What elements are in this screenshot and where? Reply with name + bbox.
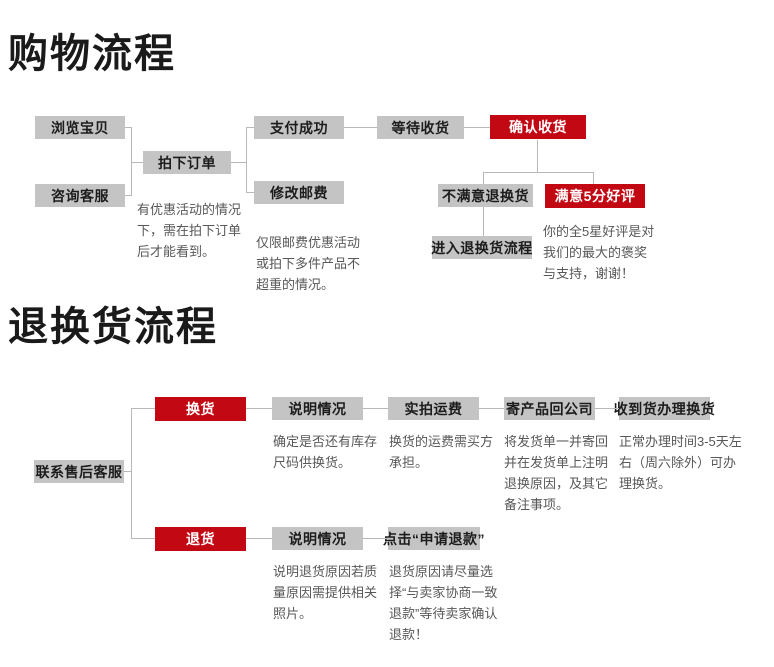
connector — [483, 207, 484, 236]
note-postage-condition: 仅限邮费优惠活动或拍下多件产品不超重的情况。 — [256, 235, 361, 292]
return-flow-title: 退换货流程 — [8, 305, 218, 349]
connector — [246, 192, 254, 193]
node-send-back: 寄产品回公司 — [504, 397, 595, 420]
node-unsatisfied-return: 不满意退换货 — [438, 184, 533, 207]
connector — [363, 538, 388, 539]
connector — [479, 408, 504, 409]
node-satisfied-review: 满意5分好评 — [545, 184, 645, 208]
node-actual-freight: 实拍运费 — [388, 397, 479, 420]
connector — [124, 471, 132, 472]
connector — [132, 408, 155, 409]
note-invoice-remark: 将发货单一并寄回并在发货单上注明退换原因，及其它备注事项。 — [504, 434, 609, 512]
connector — [131, 162, 143, 163]
note-five-star-review: 你的全5星好评是对我们的最大的褒奖与支持，谢谢！ — [543, 224, 655, 281]
node-place-order: 拍下订单 — [143, 151, 231, 174]
note-refund-reason-photo: 说明退货原因若质量原因需提供相关照片。 — [273, 564, 378, 621]
connector — [363, 408, 388, 409]
connector — [231, 162, 247, 163]
node-consult-service: 咨询客服 — [35, 184, 125, 207]
connector — [246, 127, 247, 193]
node-wait-delivery: 等待收货 — [377, 116, 464, 139]
node-contact-aftersales: 联系售后客服 — [34, 460, 124, 483]
note-processing-time: 正常办理时间3-5天左右（周六除外）可办理换货。 — [619, 434, 742, 491]
node-browse-items: 浏览宝贝 — [35, 116, 125, 139]
node-handle-exchange: 收到货办理换货 — [614, 397, 715, 420]
node-exchange: 换货 — [155, 397, 246, 421]
note-freight-buyer: 换货的运费需买方承担。 — [389, 434, 494, 470]
node-payment-success: 支付成功 — [254, 116, 344, 139]
connector — [246, 408, 272, 409]
connector — [125, 195, 132, 196]
connector — [464, 127, 490, 128]
connector — [132, 538, 155, 539]
connector — [246, 127, 254, 128]
node-refund: 退货 — [155, 527, 246, 551]
connector — [483, 172, 594, 173]
note-stock-check: 确定是否还有库存尺码供换货。 — [273, 434, 378, 470]
node-apply-refund: 点击“申请退款” — [383, 527, 485, 550]
node-enter-return-flow: 进入退换货流程 — [431, 236, 532, 259]
connector — [593, 172, 594, 184]
node-explain-exchange: 说明情况 — [272, 397, 363, 420]
connector — [537, 140, 538, 173]
note-order-discount: 有优惠活动的情况下，需在拍下订单后才能看到。 — [137, 202, 242, 259]
node-modify-postage: 修改邮费 — [254, 181, 344, 204]
shopping-flow-title: 购物流程 — [8, 32, 176, 76]
node-confirm-receipt: 确认收货 — [490, 115, 586, 139]
connector — [131, 127, 132, 196]
connector — [595, 408, 619, 409]
note-refund-agreement: 退货原因请尽量选择“与卖家协商一致退款”等待卖家确认退款！ — [389, 564, 498, 642]
connector — [246, 538, 272, 539]
connector — [344, 127, 377, 128]
connector — [125, 127, 132, 128]
node-explain-refund: 说明情况 — [272, 527, 363, 550]
connector — [483, 172, 484, 184]
connector — [131, 408, 132, 539]
